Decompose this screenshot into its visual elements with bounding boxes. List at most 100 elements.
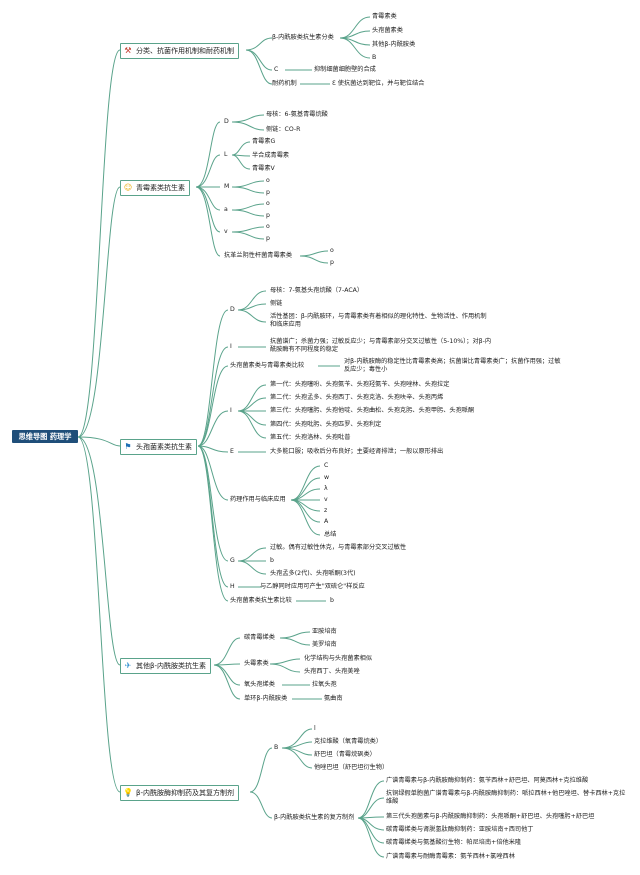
branch-node-other-beta[interactable]: ✈ 其他β-内酰胺类抗生素 bbox=[120, 658, 211, 674]
node-h-text[interactable]: 与乙醇同时应用可产生"双硫仑"样反应 bbox=[260, 583, 365, 590]
node-f4[interactable]: 碳青霉烯类与肾脱氢肽酶抑制药：亚胺培南+西司他丁 bbox=[386, 826, 534, 833]
branch-title: β-内酰胺酶抑制药及其复方制剂 bbox=[136, 789, 234, 797]
flag-icon: ⚑ bbox=[124, 442, 132, 451]
node-c-text[interactable]: 抑制细菌细胞壁的合成 bbox=[314, 66, 376, 73]
node-p6[interactable]: A bbox=[324, 518, 329, 525]
node-beta-class[interactable]: β-内酰胺类抗生素分类 bbox=[272, 34, 334, 41]
node-g2[interactable]: b bbox=[270, 557, 274, 564]
node-d1[interactable]: 母核：6-氨基青霉烷酸 bbox=[266, 111, 328, 118]
node-cmp[interactable]: 头孢菌素类与青霉素类比较 bbox=[230, 362, 305, 369]
branch-title: 头孢菌素类抗生素 bbox=[136, 443, 192, 451]
node-g1[interactable]: 过敏。偶有过敏性休克，与青霉素部分交叉过敏性 bbox=[270, 544, 407, 551]
node-sulbactam[interactable]: 舒巴坦（青霉烷砜类） bbox=[314, 751, 376, 758]
node-h[interactable]: H bbox=[230, 583, 235, 590]
node-imipenem[interactable]: 亚胺培南 bbox=[312, 628, 337, 635]
branch-title: 其他β-内酰胺类抗生素 bbox=[136, 662, 206, 670]
node-v2[interactable]: p bbox=[266, 235, 270, 242]
node-l2[interactable]: 半合成青霉素 bbox=[252, 152, 290, 159]
node-b[interactable]: B bbox=[274, 744, 279, 751]
smiley-icon: ☺ bbox=[123, 183, 133, 192]
branch-title: 青霉素类抗生素 bbox=[136, 184, 185, 192]
node-cephamycin[interactable]: 头霉素类 bbox=[244, 660, 269, 667]
tools-icon: ⚒ bbox=[124, 46, 132, 55]
node-gen3[interactable]: 第三代：头孢噻肟、头孢他啶、头孢曲松、头孢克肟、头孢甲肟、头孢哌酮 bbox=[270, 407, 475, 414]
node-p4[interactable]: v bbox=[324, 496, 328, 503]
node-d3[interactable]: 活性基团：β-内酰胺环，与青霉素类有着相似的理化特性、生物活性、作用机制和临床应… bbox=[270, 313, 487, 328]
node-f1[interactable]: 广谱青霉素与β-内酰胺酶抑制药：氨苄西林+舒巴坦、阿莫西林+克拉维酸 bbox=[386, 777, 589, 784]
node-latamoxef[interactable]: 拉氧头孢 bbox=[312, 681, 337, 688]
node-qingmei[interactable]: 青霉素类 bbox=[372, 13, 397, 20]
bulb-icon: 💡 bbox=[123, 788, 133, 797]
node-l[interactable]: L bbox=[224, 151, 228, 158]
node-cephamycin-2[interactable]: 头孢西丁、头孢美唑 bbox=[304, 668, 360, 675]
node-cmp2[interactable]: 头孢菌素类抗生素比较 bbox=[230, 597, 292, 604]
node-p5[interactable]: z bbox=[324, 507, 328, 514]
node-pharm[interactable]: 药理作用与临床应用 bbox=[230, 496, 286, 503]
node-l1[interactable]: 青霉素G bbox=[252, 138, 276, 145]
node-e-text[interactable]: 大多能口服；吸收后分布良好；主要经肾排泄；一般以原形排出 bbox=[270, 448, 444, 455]
node-d[interactable]: D bbox=[230, 306, 235, 313]
node-f2[interactable]: 抗铜绿假单胞菌广谱青霉素与β-内酰胺酶抑制药：哌拉西林+他巴唑坦、替卡西林+克拉… bbox=[386, 790, 626, 805]
node-a1[interactable]: o bbox=[266, 200, 270, 207]
node-monobactam[interactable]: 单环β-内酰胺类 bbox=[244, 695, 288, 702]
node-d2[interactable]: 侧链 bbox=[270, 300, 283, 307]
node-other-beta[interactable]: 其他β-内酰胺类 bbox=[372, 41, 416, 48]
node-i1-text[interactable]: 抗菌谱广；杀菌力强；过敏反应少；与青霉素部分交叉过敏性（5-10%）；对β-内酰… bbox=[270, 338, 492, 353]
node-naiyao-text[interactable]: Ɛ 使抗菌达到靶位，并与靶位结合 bbox=[332, 80, 425, 87]
node-f5[interactable]: 碳青霉烯类与氨基酸衍生物：帕尼培南+倍他米隆 bbox=[386, 839, 522, 846]
node-kg[interactable]: 抗革兰阴性杆菌青霉素类 bbox=[224, 252, 293, 259]
branch-node-penicillin[interactable]: ☺ 青霉素类抗生素 bbox=[120, 180, 190, 196]
node-p2[interactable]: w bbox=[324, 474, 330, 481]
node-cmp2-val[interactable]: b bbox=[330, 597, 334, 604]
node-p3[interactable]: λ bbox=[324, 485, 328, 492]
branch-node-cephalosporin[interactable]: ⚑ 头孢菌素类抗生素 bbox=[120, 439, 197, 455]
node-oxacephem[interactable]: 氧头孢烯类 bbox=[244, 681, 275, 688]
node-v[interactable]: v bbox=[224, 228, 228, 235]
node-carbapenem[interactable]: 碳青霉烯类 bbox=[244, 634, 275, 641]
node-i1[interactable]: I bbox=[230, 343, 232, 350]
node-p1[interactable]: C bbox=[324, 462, 329, 469]
node-toubao[interactable]: 头孢菌素类 bbox=[372, 27, 403, 34]
node-g3[interactable]: 头孢孟多(2代)、头孢哌酮(3代) bbox=[270, 570, 356, 577]
branch-node-inhibitors[interactable]: 💡 β-内酰胺酶抑制药及其复方制剂 bbox=[120, 785, 239, 801]
node-a2[interactable]: p bbox=[266, 212, 270, 219]
node-gen1[interactable]: 第一代：头孢噻吩、头孢氨苄、头孢羟氨苄、头孢唑林、头孢拉定 bbox=[270, 381, 450, 388]
node-f6[interactable]: 广谱青霉素与耐酶青霉素：氨苄西林+氯唑西林 bbox=[386, 853, 515, 860]
node-p7[interactable]: 总结 bbox=[324, 531, 337, 538]
root-node[interactable]: 思维导图 药理学 bbox=[12, 430, 78, 443]
paper-plane-icon: ✈ bbox=[124, 661, 132, 670]
node-c[interactable]: C bbox=[274, 66, 279, 73]
node-i2[interactable]: I bbox=[230, 407, 232, 414]
branch-title: 分类、抗菌作用机制和耐药机制 bbox=[136, 47, 234, 55]
node-e[interactable]: E bbox=[230, 448, 234, 455]
node-gen5[interactable]: 第五代：头孢洛林、头孢吡普 bbox=[270, 434, 351, 441]
node-cephamycin-1[interactable]: 化学结构与头孢菌素相似 bbox=[304, 655, 373, 662]
node-d2[interactable]: 侧链：CO-R bbox=[266, 126, 301, 133]
node-l3[interactable]: 青霉素V bbox=[252, 165, 275, 172]
node-m1[interactable]: o bbox=[266, 177, 270, 184]
node-tazobactam[interactable]: 他唑巴坦（舒巴坦衍生物） bbox=[314, 764, 389, 771]
node-b[interactable]: B bbox=[372, 54, 377, 61]
node-b1[interactable]: l bbox=[314, 725, 316, 732]
node-meropenem[interactable]: 美罗培南 bbox=[312, 641, 337, 648]
node-gen4[interactable]: 第四代：头孢吡肟、头孢匹罗、头孢利定 bbox=[270, 421, 382, 428]
node-d[interactable]: D bbox=[224, 118, 229, 125]
node-cmp-text[interactable]: 对β-内酰胺酶的稳定性比青霉素类高；抗菌谱比青霉素类广；抗菌作用强；过敏反应少；… bbox=[344, 358, 561, 373]
node-a[interactable]: a bbox=[224, 206, 228, 213]
node-m2[interactable]: p bbox=[266, 189, 270, 196]
node-f3[interactable]: 第三代头孢菌素与β-内酰胺酶抑制药：头孢哌酮+舒巴坦、头孢噻肟+舒巴坦 bbox=[386, 813, 595, 820]
node-gen2[interactable]: 第二代：头孢孟多、头孢西丁、头孢克洛、头孢呋辛、头孢丙烯 bbox=[270, 394, 444, 401]
node-naiyao[interactable]: 耐药机制 bbox=[272, 80, 297, 87]
node-m[interactable]: M bbox=[224, 183, 230, 190]
node-aztreonam[interactable]: 氨曲南 bbox=[324, 695, 343, 702]
node-kg2[interactable]: p bbox=[330, 259, 334, 266]
node-v1[interactable]: o bbox=[266, 223, 270, 230]
node-kg1[interactable]: o bbox=[330, 247, 334, 254]
node-g[interactable]: G bbox=[230, 557, 235, 564]
node-compound[interactable]: β-内酰胺类抗生素的复方制剂 bbox=[274, 814, 355, 821]
branch-node-mechanism[interactable]: ⚒ 分类、抗菌作用机制和耐药机制 bbox=[120, 43, 239, 59]
node-d1[interactable]: 母核：7-氨基头孢烷酸（7-ACA） bbox=[270, 287, 364, 294]
node-clavulanate[interactable]: 克拉维酸（氧青霉烷类） bbox=[314, 738, 383, 745]
